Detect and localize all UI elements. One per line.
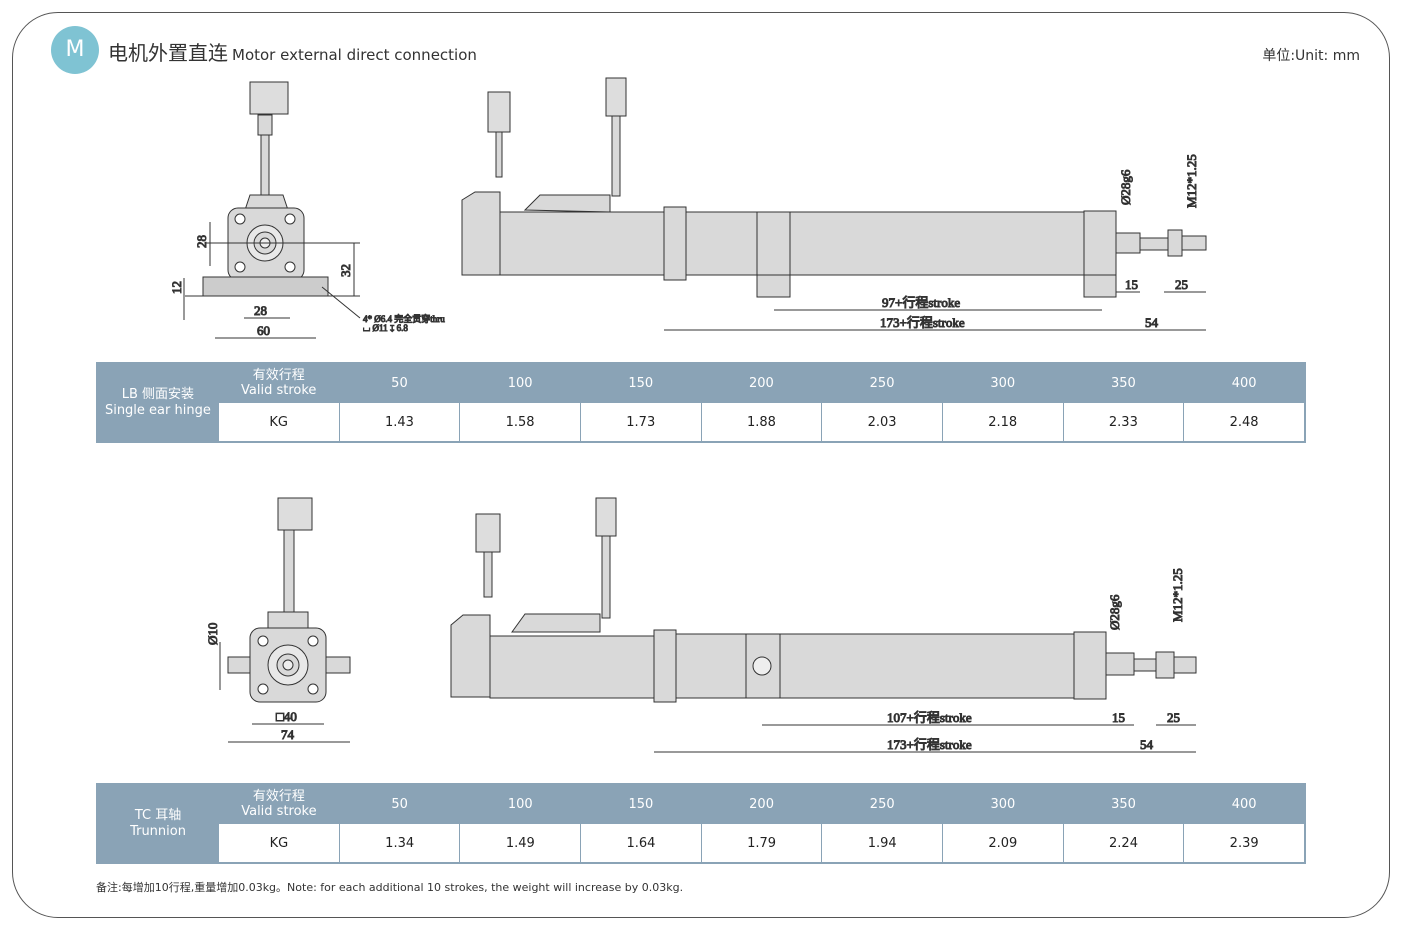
weight-cell: 1.58 — [459, 402, 581, 443]
stroke-cell: 400 — [1183, 783, 1306, 824]
stroke-cell: 50 — [338, 362, 461, 403]
stroke-cell: 350 — [1062, 783, 1185, 824]
mount-type-en: Single ear hinge — [104, 402, 211, 418]
weight-cell: 1.88 — [700, 402, 823, 443]
title-en: Motor external direct connection — [232, 46, 477, 64]
weight-cell: 1.94 — [821, 823, 944, 864]
stroke-cell: 300 — [942, 783, 1064, 824]
stroke-cn: 有效行程 — [252, 789, 305, 804]
page-frame — [12, 12, 1390, 918]
mount-type-cn: TC 耳轴 — [134, 807, 182, 823]
weight-cell: 1.43 — [338, 402, 461, 443]
dim-54: 54 — [1145, 315, 1159, 330]
mount-type-cn: LB 侧面安装 — [121, 386, 195, 402]
dim-97-stroke: 97+行程stroke — [882, 295, 960, 310]
stroke-cell: 100 — [459, 783, 582, 824]
unit-label: 单位:Unit: mm — [1262, 48, 1360, 64]
footnote: 备注:每增加10行程,重量增加0.03kg。Note: for each add… — [96, 881, 684, 894]
dim-60: 60 — [257, 323, 270, 338]
weight-cell: 2.24 — [1062, 823, 1185, 864]
weight-cell: 1.64 — [580, 823, 702, 864]
title-cn: 电机外置直连 — [108, 41, 228, 65]
dim-12: 12 — [169, 281, 184, 294]
weight-cell: 1.73 — [579, 402, 702, 443]
tc-side-view: 107+行程stroke 173+行程stroke 15 25 54 Ø28g6… — [450, 497, 1197, 753]
lb-side-view: 97+行程stroke 173+行程stroke 15 25 54 Ø28g6 … — [461, 77, 1207, 331]
unit-cell: KG — [217, 402, 340, 443]
mount-type-en: Trunnion — [130, 823, 186, 839]
weight-cell: 2.03 — [821, 402, 943, 443]
stroke-cell: 250 — [821, 783, 944, 824]
weight-cell: 2.09 — [942, 823, 1064, 864]
tc-end-view: Ø10 □40 74 — [205, 497, 351, 743]
weight-cell: 1.49 — [459, 823, 582, 864]
stroke-cell: 200 — [700, 783, 823, 824]
stroke-cell: 250 — [821, 362, 943, 403]
dim-173-stroke: 173+行程stroke — [887, 737, 972, 752]
dim-diameter-10: Ø10 — [205, 623, 220, 645]
dim-thread: M12*1.25 — [1184, 154, 1199, 208]
stroke-en: Valid stroke — [241, 383, 317, 398]
stroke-cell: 100 — [459, 362, 581, 403]
weight-cell: 2.39 — [1183, 823, 1306, 864]
dim-25: 25 — [1167, 710, 1180, 725]
hole-note-1: 4* Ø6.4 完全贯穿thru — [363, 313, 445, 324]
dim-28-horizontal: 28 — [254, 303, 267, 318]
lb-end-view: 28 32 12 28 60 4* Ø6.4 完全贯穿thru ⌴ Ø11 ↧ … — [169, 81, 446, 339]
stroke-cell: 150 — [580, 783, 702, 824]
dim-15: 15 — [1125, 277, 1138, 292]
dim-25: 25 — [1175, 277, 1188, 292]
dim-square-40: □40 — [276, 709, 297, 724]
dim-54: 54 — [1140, 737, 1154, 752]
dim-107-stroke: 107+行程stroke — [887, 710, 972, 725]
weight-cell: 1.34 — [338, 823, 461, 864]
dim-28-vertical: 28 — [194, 235, 209, 248]
stroke-en: Valid stroke — [241, 804, 317, 819]
dim-15: 15 — [1112, 710, 1125, 725]
dim-diameter: Ø28g6 — [1118, 169, 1133, 205]
dim-thread: M12*1.25 — [1170, 568, 1185, 622]
stroke-cn: 有效行程 — [252, 368, 305, 383]
section-badge: M — [51, 26, 99, 74]
stroke-cell: 200 — [700, 362, 823, 403]
stroke-cell: 400 — [1183, 362, 1306, 403]
weight-cell: 1.79 — [700, 823, 823, 864]
dim-74: 74 — [281, 727, 295, 742]
dim-diameter: Ø28g6 — [1107, 594, 1122, 630]
stroke-cell: 150 — [579, 362, 702, 403]
weight-cell: 2.18 — [941, 402, 1064, 443]
dim-32: 32 — [338, 264, 353, 277]
unit-cell: KG — [218, 823, 340, 864]
hole-note-2: ⌴ Ø11 ↧ 6.8 — [363, 323, 408, 333]
stroke-cell: 50 — [338, 783, 461, 824]
weight-cell: 2.48 — [1183, 402, 1306, 443]
stroke-cell: 350 — [1062, 362, 1185, 403]
weight-cell: 2.33 — [1062, 402, 1185, 443]
stroke-cell: 300 — [941, 362, 1064, 403]
dim-173-stroke: 173+行程stroke — [880, 315, 965, 330]
